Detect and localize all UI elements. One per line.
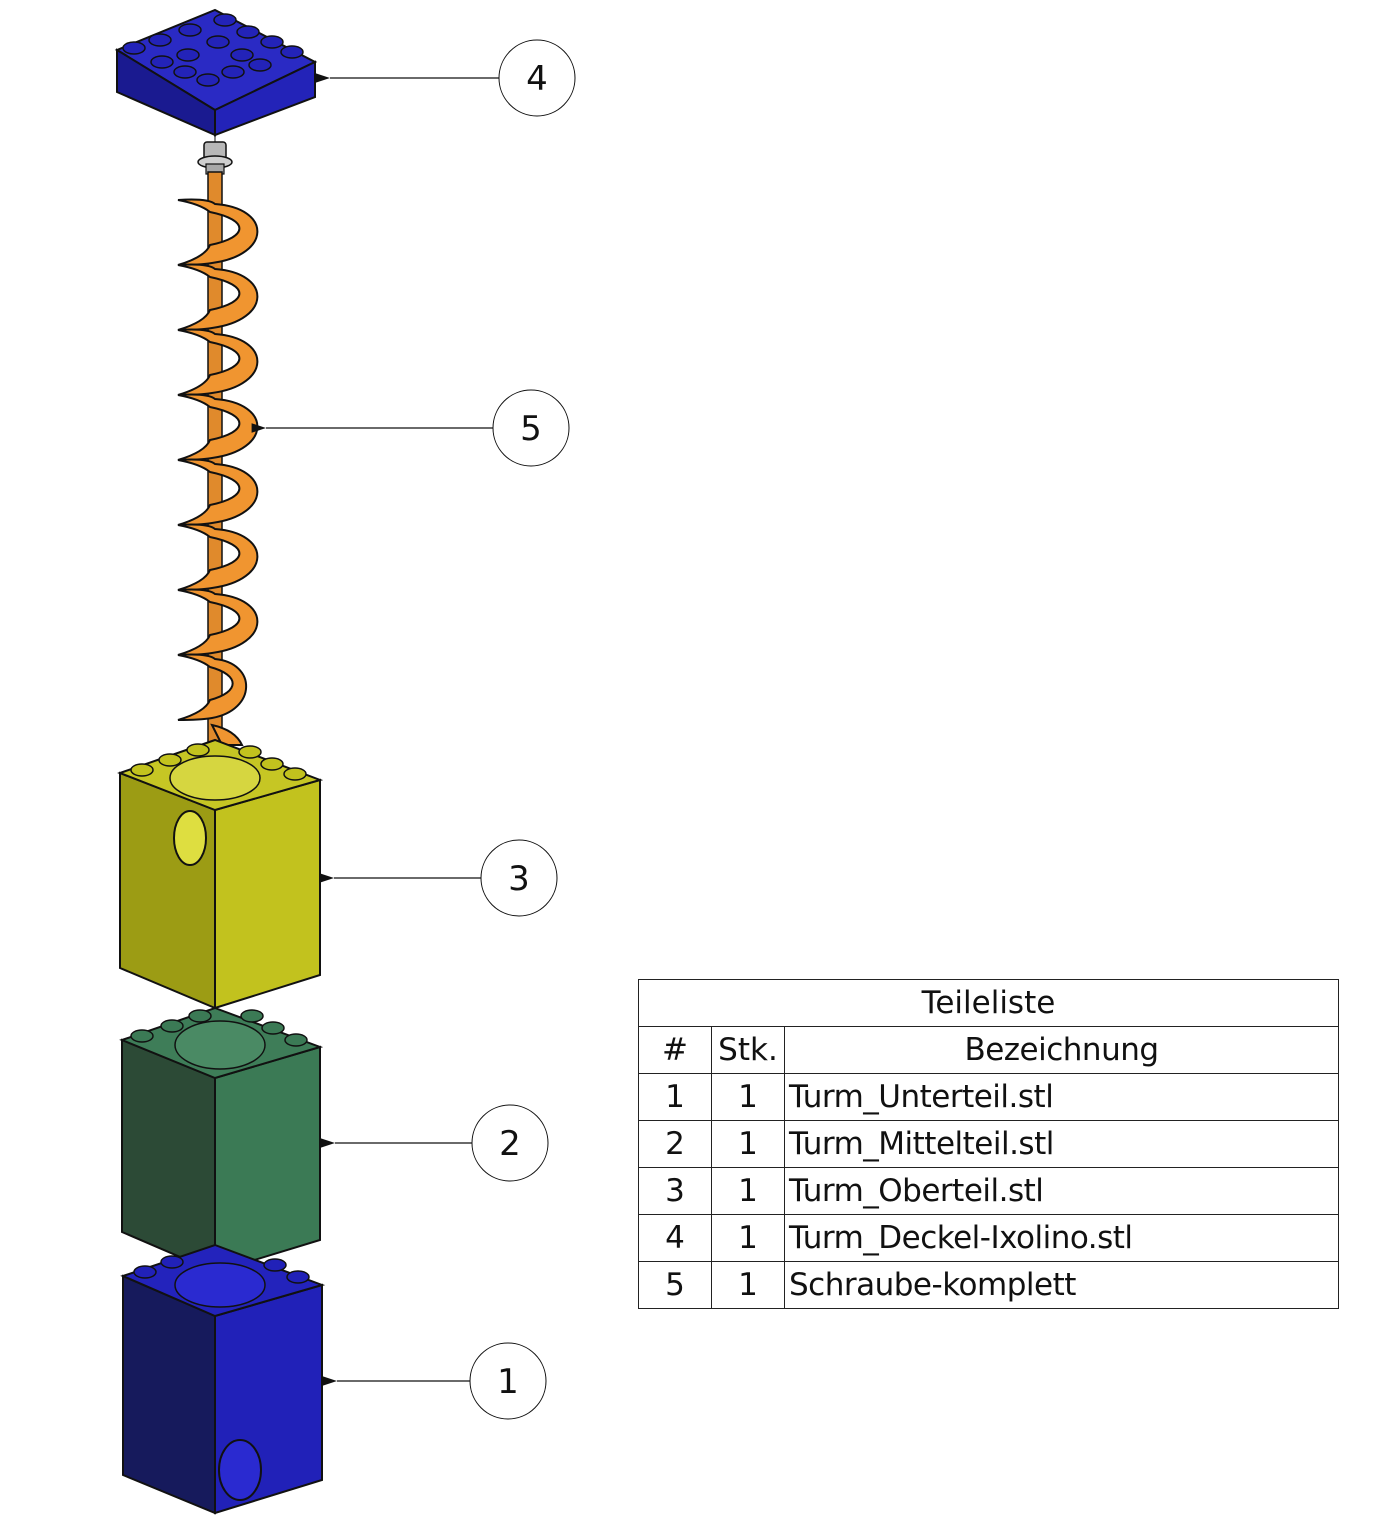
cell-quantity: 1 xyxy=(711,1167,785,1215)
cell-description: Turm_Oberteil.stl xyxy=(784,1167,1339,1215)
cell-description: Turm_Unterteil.stl xyxy=(784,1073,1339,1121)
header-number: # xyxy=(638,1026,712,1074)
cell-number: 5 xyxy=(638,1261,712,1309)
cell-number: 3 xyxy=(638,1167,712,1215)
cell-description: Schraube-komplett xyxy=(784,1261,1339,1309)
balloon-2: 2 xyxy=(320,1104,549,1182)
balloon-label-3: 3 xyxy=(508,859,530,899)
header-quantity: Stk. xyxy=(711,1026,785,1074)
balloon-label-5: 5 xyxy=(520,409,542,449)
table-row: 4 1 Turm_Deckel-Ixolino.stl xyxy=(638,1214,1339,1262)
cell-number: 1 xyxy=(638,1073,712,1121)
cell-number: 4 xyxy=(638,1214,712,1262)
screw-cap xyxy=(197,141,233,175)
balloon-label-2: 2 xyxy=(499,1124,521,1164)
screw-flights xyxy=(177,198,259,746)
header-description: Bezeichnung xyxy=(784,1026,1339,1074)
balloon-3: 3 xyxy=(319,839,558,917)
balloon-label-4: 4 xyxy=(526,59,548,99)
cell-quantity: 1 xyxy=(711,1214,785,1262)
screw-flight-tail xyxy=(210,723,244,746)
lid-studs xyxy=(122,13,304,87)
part-upper-tower[interactable] xyxy=(117,738,324,1010)
cell-description: Turm_Deckel-Ixolino.stl xyxy=(784,1214,1339,1262)
parts-list-header-row: # Stk. Bezeichnung xyxy=(638,1026,1339,1074)
part-lower-tower[interactable] xyxy=(120,1243,326,1515)
parts-list-title: Teileliste xyxy=(638,979,1339,1027)
table-row: 3 1 Turm_Oberteil.stl xyxy=(638,1167,1339,1215)
balloon-label-1: 1 xyxy=(497,1362,519,1402)
balloon-4: 4 xyxy=(315,39,576,117)
cell-quantity: 1 xyxy=(711,1120,785,1168)
balloon-5: 5 xyxy=(251,389,570,467)
parts-list-table: Teileliste # Stk. Bezeichnung 1 1 Turm_U… xyxy=(638,979,1339,1309)
lower-tower-side-hole xyxy=(218,1439,262,1501)
cell-number: 2 xyxy=(638,1120,712,1168)
part-lid[interactable] xyxy=(114,8,318,137)
part-screw[interactable] xyxy=(177,141,259,748)
cell-quantity: 1 xyxy=(711,1261,785,1309)
part-middle-tower[interactable] xyxy=(119,1006,324,1274)
table-row: 2 1 Turm_Mittelteil.stl xyxy=(638,1120,1339,1168)
screw-flight-turn xyxy=(177,653,248,721)
cell-description: Turm_Mittelteil.stl xyxy=(784,1120,1339,1168)
balloon-1: 1 xyxy=(322,1342,547,1420)
table-row: 1 1 Turm_Unterteil.stl xyxy=(638,1073,1339,1121)
upper-tower-side-hole xyxy=(173,810,207,866)
cell-quantity: 1 xyxy=(711,1073,785,1121)
table-row: 5 1 Schraube-komplett xyxy=(638,1261,1339,1309)
